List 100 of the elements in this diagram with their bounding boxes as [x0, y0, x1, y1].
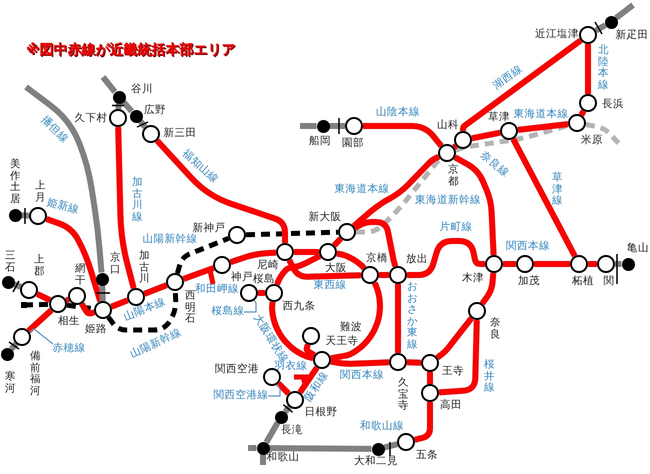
rail-line [121, 100, 134, 114]
line-name: おおさか東線 [406, 281, 418, 351]
line-name: 関西本線 [506, 241, 550, 253]
station-name: 放出 [406, 254, 428, 266]
rail-line [332, 236, 343, 248]
station-name: 園部 [342, 138, 364, 150]
rail-line [435, 316, 474, 360]
station-name: 京都 [448, 164, 458, 188]
rail-line [269, 445, 372, 452]
station-name: 草津 [488, 112, 510, 124]
station-name: 新三田 [164, 128, 196, 140]
rail-line [110, 298, 129, 310]
rail-line [330, 123, 345, 129]
station-name: 桜島 [253, 274, 275, 286]
station-name: 王寺 [442, 366, 464, 378]
rail-line [354, 219, 398, 268]
station-name: 三石 [4, 250, 16, 274]
rail-line [26, 308, 54, 334]
rail-line [154, 138, 288, 243]
rail-line [414, 402, 433, 443]
station-name: 京口 [110, 252, 120, 276]
line-name: 加古川線 [132, 176, 142, 224]
line-name: 東海道新幹線 [415, 195, 481, 207]
line-name: 山陽新幹線 [128, 327, 184, 361]
station-name: 美作土居 [10, 158, 20, 206]
rail-line [230, 250, 276, 266]
rail-line [534, 261, 570, 267]
rail-line [480, 272, 496, 306]
rail-line [453, 154, 497, 256]
dashed-rail-line [21, 302, 50, 308]
leader-line [268, 384, 281, 397]
line-name: 東海道本線 [514, 109, 568, 121]
rail-line [427, 372, 433, 384]
station-name: 亀山 [627, 243, 649, 255]
station-name: 和歌山 [266, 452, 300, 464]
station-name: 姫路 [85, 324, 107, 336]
line-name: 北陸本線 [598, 44, 608, 92]
dashed-rail-line [585, 122, 622, 147]
rail-line [614, 2, 635, 20]
leader-line [244, 300, 257, 313]
dashed-rail-line [175, 236, 230, 274]
station-name: 加古川 [138, 250, 150, 286]
line-name: 湖西線 [491, 64, 525, 92]
station-name: 相生 [58, 316, 80, 328]
rail-line [460, 38, 583, 132]
station-name: 上郡 [34, 254, 44, 278]
station-name: 尼崎 [257, 260, 279, 272]
rail-line [182, 265, 215, 282]
rail-line [286, 258, 362, 280]
rail-line [304, 343, 316, 358]
rail-line [407, 238, 485, 278]
station-name: 柘植 [572, 276, 594, 288]
line-name: 草津線 [552, 172, 562, 208]
rail-line [452, 143, 458, 150]
rail-line [115, 126, 137, 290]
rail-line [258, 290, 265, 296]
station-name: 長浜 [602, 99, 624, 111]
station-name: 谷川 [131, 84, 153, 96]
rail-line [99, 285, 106, 302]
station-name: 新疋田 [616, 30, 648, 42]
line-name: 姫新線 [46, 197, 80, 217]
line-name: 桜島線 [212, 306, 244, 318]
station-name: 五条 [416, 450, 438, 462]
station-name: 網干 [74, 263, 86, 287]
rail-line [276, 381, 291, 396]
line-name: 山陽本線 [122, 296, 168, 324]
rail-line [330, 358, 390, 367]
rail-line [300, 123, 316, 129]
rail-line [143, 282, 168, 297]
station-name: 西明石 [184, 290, 196, 326]
line-name: 和歌山線 [360, 421, 404, 433]
station-name: 大阪 [325, 263, 347, 275]
line-name: 片町線 [440, 222, 472, 234]
dashed-rail-line [246, 230, 338, 238]
map-title: ※図中赤線が近畿統括本部エリア [26, 43, 236, 58]
rail-line [395, 284, 401, 353]
rail-line [274, 253, 322, 286]
station-name: 上月 [34, 180, 46, 204]
line-name: 羽衣線 [274, 361, 308, 373]
station-name: 神戸 [231, 272, 253, 284]
rail-line [260, 454, 266, 465]
line-name: 関西空港線 [214, 390, 268, 402]
rail-line [79, 302, 96, 316]
station-name: 久宝寺 [398, 378, 408, 412]
rail-line [588, 261, 597, 267]
rail-line [510, 138, 578, 258]
line-name: 山陰本線 [376, 107, 420, 119]
station-name: 船岡 [309, 136, 331, 148]
rail-line [518, 121, 568, 133]
rail-line [269, 301, 314, 362]
station-name: 関西空港 [215, 364, 259, 376]
rail-line [594, 22, 607, 34]
rail-line [330, 280, 383, 362]
rail-line [100, 75, 118, 94]
station-name: 近江塩津 [535, 29, 579, 41]
line-name: 和田岬線 [195, 284, 239, 296]
line-name: 東海道本線 [334, 184, 390, 196]
station-name: 山科 [437, 120, 459, 132]
line-name: 関西本線 [340, 370, 384, 382]
rail-line [65, 296, 70, 304]
